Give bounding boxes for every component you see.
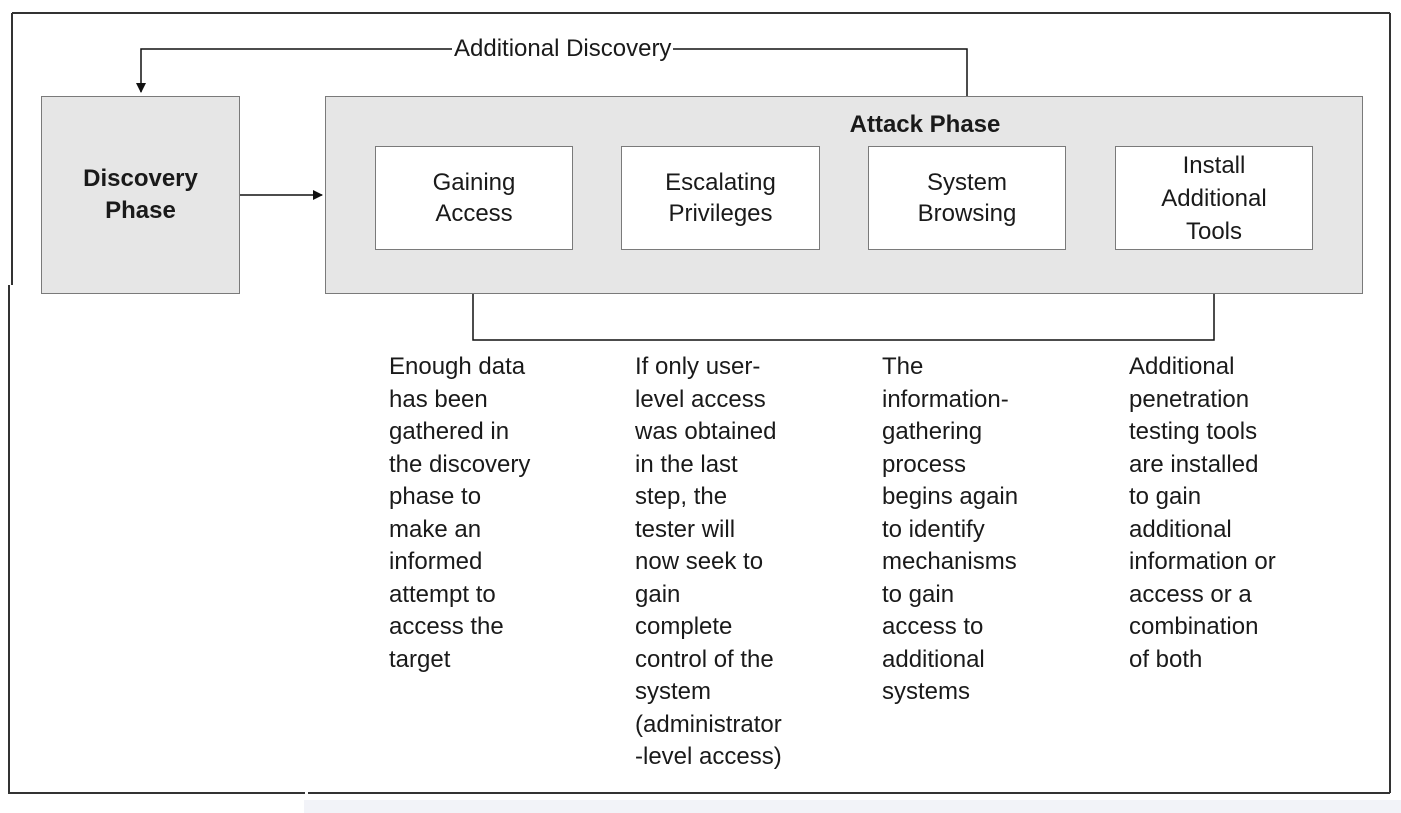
install-additional-tools-description: Additional penetration testing tools are…: [1129, 353, 1276, 673]
system-browsing-description: The information- gathering process begin…: [882, 353, 1019, 705]
discovery-phase-label: Discovery Phase: [83, 165, 198, 224]
discovery-phase-box: Discovery Phase: [41, 96, 240, 294]
install-additional-tools-box: Install Additional Tools: [1115, 146, 1313, 250]
outer-frame-left-lower: [8, 285, 305, 794]
gaining-access-description: Enough data has been gathered in the dis…: [389, 353, 531, 673]
escalating-privileges-description: If only user- level access was obtained …: [635, 353, 782, 770]
gaining-access-label: Gaining Access: [432, 169, 516, 227]
bottom-band: [304, 800, 1401, 813]
gaining-access-box: Gaining Access: [375, 146, 573, 250]
escalating-privileges-label: Escalating Privileges: [665, 169, 776, 227]
system-browsing-box: System Browsing: [868, 146, 1066, 250]
additional-discovery-label: Additional Discovery: [452, 35, 674, 63]
escalating-privileges-box: Escalating Privileges: [621, 146, 820, 250]
install-additional-tools-label: Install Additional Tools: [1161, 151, 1267, 245]
attack-phase-title: Attack Phase: [849, 111, 1001, 138]
system-browsing-label: System Browsing: [917, 169, 1017, 227]
install-to-gaining-loop: [468, 250, 1215, 341]
